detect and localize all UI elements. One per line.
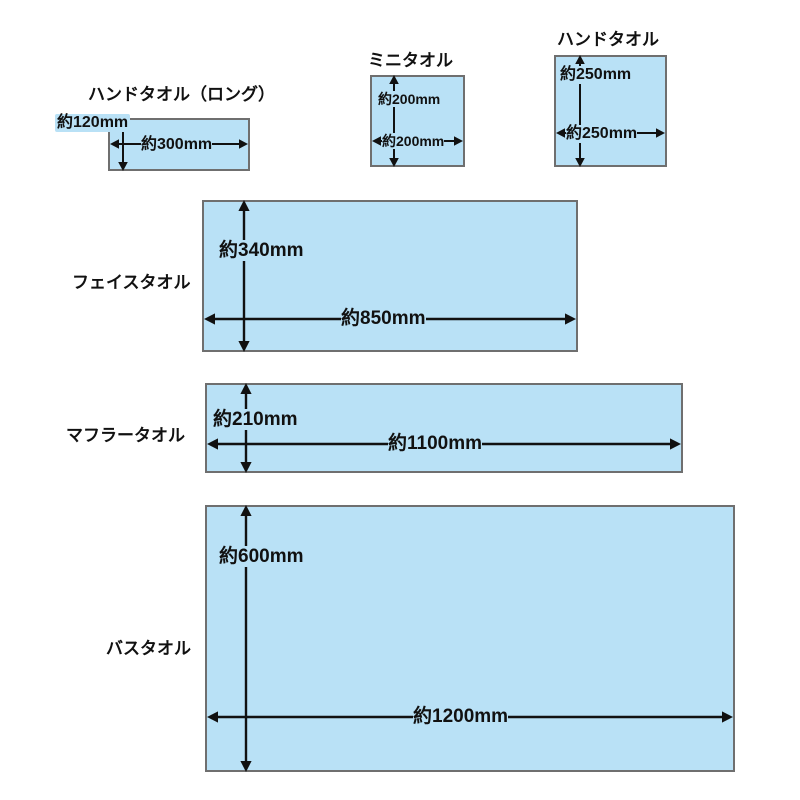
rect-face-towel: [202, 200, 578, 352]
width-label-face-towel: 約850mm: [341, 308, 426, 329]
label-face-towel: フェイスタオル: [72, 273, 191, 292]
title-hand-towel-long: ハンドタオル（ロング）: [88, 85, 275, 104]
height-label-muffler-towel: 約210mm: [213, 409, 298, 430]
label-bath-towel: バスタオル: [106, 639, 191, 658]
height-label-mini-towel: 約200mm: [378, 91, 441, 107]
label-muffler-towel: マフラータオル: [66, 426, 185, 445]
title-mini-towel: ミニタオル: [368, 51, 453, 70]
height-arrow-face-towel: [235, 200, 253, 352]
height-label-hand-towel: 約250mm: [560, 66, 632, 84]
height-label-face-towel: 約340mm: [219, 240, 304, 261]
width-label-mini-towel: 約200mm: [382, 133, 445, 149]
title-hand-towel: ハンドタオル: [557, 30, 659, 49]
width-label-hand-towel-long: 約300mm: [141, 136, 213, 154]
height-label-bath-towel: 約600mm: [219, 546, 304, 567]
height-arrow-mini-towel: [386, 75, 402, 167]
rect-mini-towel: [370, 75, 465, 167]
width-label-bath-towel: 約1200mm: [413, 706, 509, 727]
width-label-hand-towel: 約250mm: [566, 125, 638, 143]
width-label-muffler-towel: 約1100mm: [388, 433, 483, 454]
height-label-hand-towel-long: 約120mm: [55, 114, 131, 132]
